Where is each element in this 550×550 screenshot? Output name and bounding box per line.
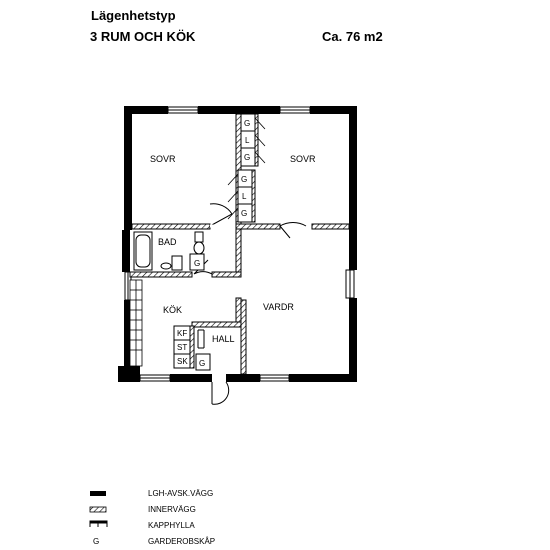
wall-corner-bl bbox=[118, 366, 140, 382]
coat-rack-icon bbox=[197, 329, 205, 349]
closet-label-l1: L bbox=[245, 136, 250, 145]
closet-label-l2: L bbox=[242, 192, 247, 201]
wall-bad-bottom-right bbox=[211, 271, 242, 278]
hall-fixtures bbox=[173, 325, 211, 371]
room-label-sovr-right: SOVR bbox=[290, 154, 316, 164]
closet-column-lower bbox=[237, 169, 256, 223]
closet-column-upper bbox=[240, 113, 259, 167]
wall-hall-upper bbox=[191, 321, 242, 328]
wall-bad-bottom bbox=[129, 271, 193, 278]
legend-label-wardrobe: GARDEROBSKÅP bbox=[148, 537, 216, 546]
apartment-area: Ca. 76 m2 bbox=[322, 29, 383, 44]
wall-bottom-mid bbox=[226, 374, 260, 382]
wall-left-upper bbox=[124, 106, 132, 230]
wall-right-upper bbox=[349, 106, 357, 270]
room-label-sovr-left: SOVR bbox=[150, 154, 176, 164]
legend-label-hatched-wall: INNERVÄGG bbox=[148, 505, 196, 514]
wall-left-lower bbox=[124, 300, 130, 366]
door-sovr-right bbox=[279, 222, 307, 239]
closet-label-g-bad: G bbox=[194, 259, 200, 268]
legend-label-coat-rack: KAPPHYLLA bbox=[148, 521, 195, 530]
plan-title: Lägenhetstyp bbox=[91, 8, 176, 23]
legend-thick-wall-icon bbox=[90, 491, 106, 496]
closet-label-g-hall: G bbox=[199, 359, 205, 368]
wall-vardr-left bbox=[240, 299, 247, 375]
fixture-label-kf: KF bbox=[177, 329, 187, 338]
wall-bedroom-bottom-left bbox=[131, 223, 211, 230]
room-label-bad: BAD bbox=[158, 237, 177, 247]
bad-closet-box bbox=[189, 253, 205, 271]
wall-top-left bbox=[124, 106, 168, 114]
room-label-vardr: VARDR bbox=[263, 302, 294, 312]
apartment-type: 3 RUM OCH KÖK bbox=[90, 29, 196, 44]
closet-label-g3: G bbox=[241, 175, 247, 184]
legend-wardrobe-letter: G bbox=[93, 537, 99, 546]
wall-right-lower bbox=[349, 298, 357, 382]
toilet bbox=[193, 231, 205, 255]
bathroom-sink bbox=[160, 255, 183, 271]
wall-bedroom-bottom-right bbox=[311, 223, 350, 230]
door-sovr-left bbox=[209, 203, 233, 227]
wall-bedroom-bottom-mid bbox=[235, 223, 281, 230]
closet-label-g1: G bbox=[244, 119, 250, 128]
wall-bottom-right bbox=[289, 374, 357, 382]
wall-left-bad bbox=[122, 230, 130, 272]
wall-top-right bbox=[310, 106, 357, 114]
door-entry bbox=[211, 381, 230, 405]
closet-label-g4: G bbox=[241, 209, 247, 218]
wall-bad-right bbox=[235, 228, 242, 276]
fixture-label-sk: SK bbox=[177, 357, 188, 366]
exterior-walls bbox=[118, 106, 357, 382]
closet-label-g2: G bbox=[244, 153, 250, 162]
doors bbox=[193, 203, 307, 405]
wall-hall-left bbox=[235, 297, 242, 325]
wall-bottom-left bbox=[170, 374, 212, 382]
wall-top-mid bbox=[198, 106, 280, 114]
legend-hatched-wall-icon bbox=[89, 506, 107, 513]
kitchen-counter bbox=[129, 279, 143, 367]
fixture-label-st: ST bbox=[177, 343, 187, 352]
legend-label-thick-wall: LGH-AVSK.VÄGG bbox=[148, 489, 214, 498]
legend-coat-rack-icon bbox=[89, 520, 108, 527]
room-label-kok: KÖK bbox=[163, 305, 182, 315]
room-label-hall: HALL bbox=[212, 334, 235, 344]
bathtub bbox=[133, 231, 153, 271]
closet-door-lines bbox=[227, 117, 266, 220]
